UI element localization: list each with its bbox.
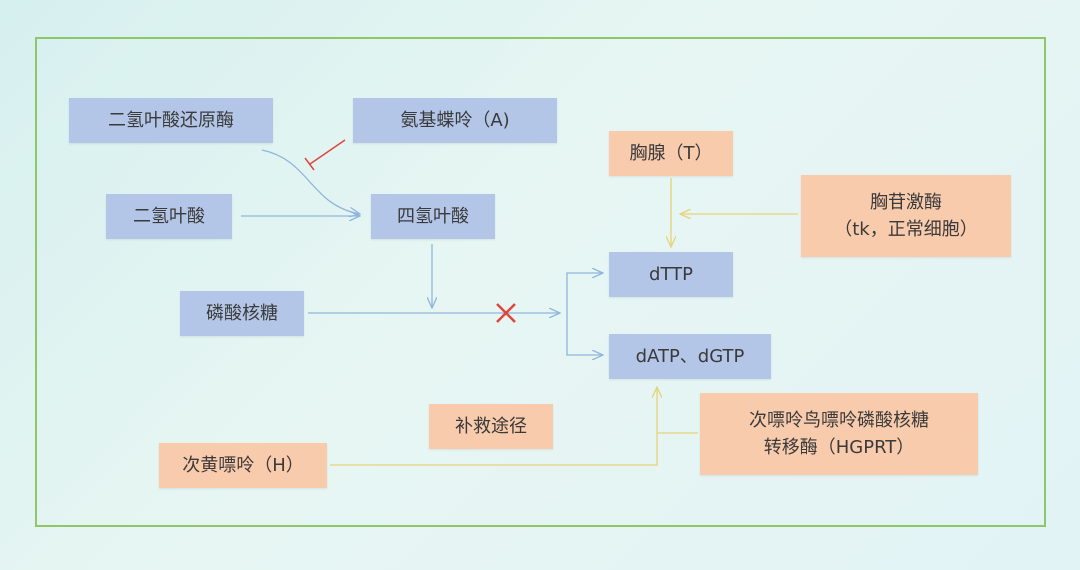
salvage-node: 补救途径: [429, 404, 553, 449]
aminopterin-node: 氨基蝶呤（A): [353, 98, 557, 143]
hgprt-node: 次嘌呤鸟嘌呤磷酸核糖 转移酶（HGPRT）: [700, 393, 978, 475]
datp-dgtp-node: dATP、dGTP: [609, 334, 771, 379]
thymidine-node: 胸腺（T）: [609, 131, 733, 176]
inhibition-line: [309, 139, 346, 165]
tk-node: 胸苷激酶 （tk，正常细胞）: [801, 175, 1011, 257]
diagram-frame: [35, 37, 1046, 527]
ribose-phosphate-node: 磷酸核糖: [180, 291, 304, 336]
tetrahydrofolate-node: 四氢叶酸: [371, 194, 495, 239]
hypoxanthine-arrow: [330, 387, 657, 466]
dttp-label: dTTP: [649, 264, 693, 285]
tetrahydrofolate-label: 四氢叶酸: [397, 206, 469, 227]
branch-to-datp: [566, 313, 603, 355]
ribose-phosphate-label: 磷酸核糖: [206, 303, 278, 324]
datp-dgtp-label: dATP、dGTP: [635, 346, 745, 367]
inhibition-bar: [304, 157, 315, 171]
tk-label: 胸苷激酶 （tk，正常细胞）: [834, 192, 978, 240]
hypoxanthine-node: 次黄嘌呤（H）: [159, 443, 327, 488]
dhfr-curve: [261, 149, 360, 214]
hgprt-label: 次嘌呤鸟嘌呤磷酸核糖 转移酶（HGPRT）: [749, 410, 929, 458]
dttp-node: dTTP: [609, 252, 733, 297]
dhfr-label: 二氢叶酸还原酶: [108, 110, 234, 131]
branch-to-dttp: [566, 273, 603, 313]
dhfr-node: 二氢叶酸还原酶: [69, 98, 273, 143]
hypoxanthine-label: 次黄嘌呤（H）: [182, 455, 304, 476]
dihydrofolate-node: 二氢叶酸: [106, 194, 232, 239]
thymidine-label: 胸腺（T）: [629, 143, 713, 164]
dihydrofolate-label: 二氢叶酸: [133, 206, 205, 227]
salvage-label: 补救途径: [455, 416, 527, 437]
block-x-b: [496, 303, 516, 323]
aminopterin-label: 氨基蝶呤（A): [400, 110, 510, 131]
